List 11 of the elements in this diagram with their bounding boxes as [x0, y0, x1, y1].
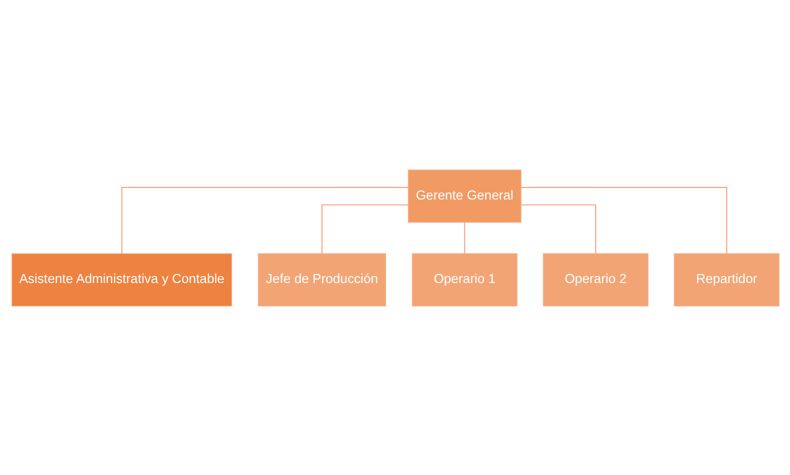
node-box: Operario 2 [542, 252, 648, 306]
node-box: Operario 1 [411, 252, 517, 306]
connector [520, 186, 727, 254]
node-box: Repartidor [673, 252, 779, 306]
connector [320, 204, 408, 254]
connector [520, 204, 596, 254]
connector [464, 222, 465, 253]
connector [120, 186, 408, 254]
node-box: Jefe de Producción [257, 252, 386, 306]
node-box: Gerente General [407, 169, 521, 222]
node-box: Asistente Administrativa y Contable [11, 252, 232, 306]
